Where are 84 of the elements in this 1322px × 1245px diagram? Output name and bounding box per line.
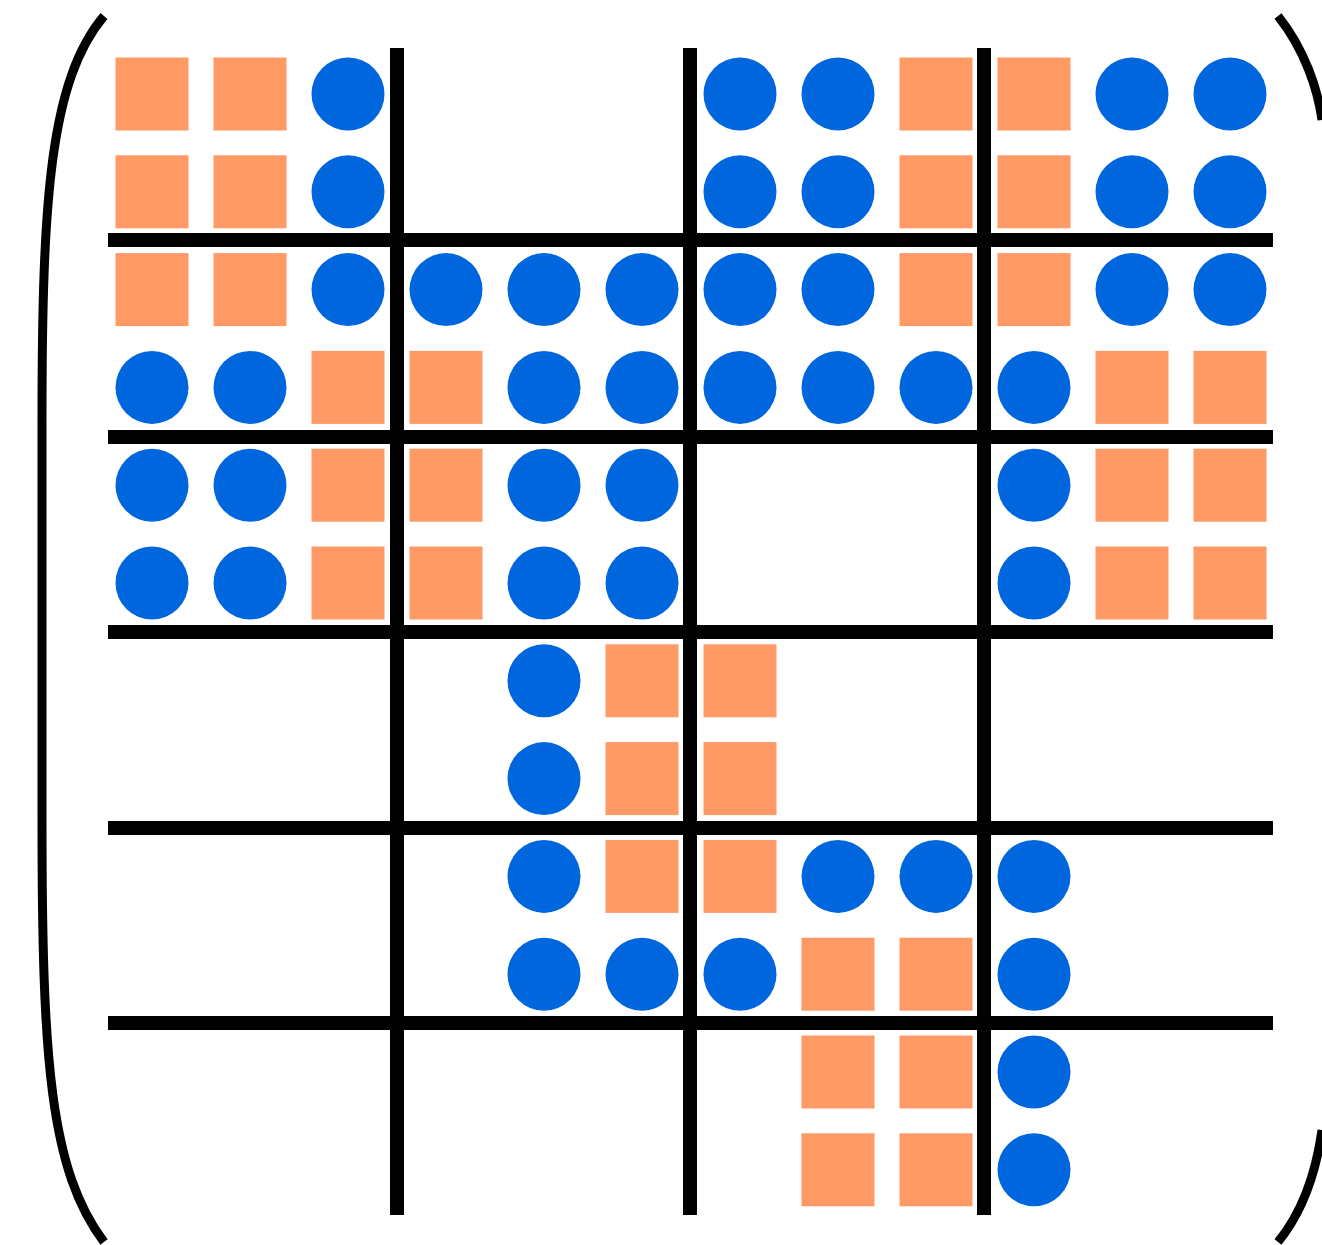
circle-token (801, 253, 875, 327)
circle-token (703, 350, 777, 424)
square-token (703, 742, 777, 816)
circle-token (1095, 57, 1169, 131)
circle-token (311, 57, 385, 131)
square-token (213, 57, 287, 131)
square-token (409, 350, 483, 424)
square-token (899, 253, 973, 327)
square-token (801, 1035, 875, 1109)
circle-token (801, 350, 875, 424)
square-token (997, 253, 1071, 327)
circle-token (997, 448, 1071, 522)
square-token (703, 839, 777, 913)
circle-token (801, 839, 875, 913)
circle-token (801, 57, 875, 131)
circle-token (605, 448, 679, 522)
square-token (115, 57, 189, 131)
circle-token (1193, 155, 1267, 229)
square-token (213, 253, 287, 327)
circle-token (997, 350, 1071, 424)
circle-token (997, 1035, 1071, 1109)
square-token (311, 546, 385, 620)
circle-token (311, 155, 385, 229)
circle-token (115, 448, 189, 522)
square-token (899, 57, 973, 131)
circle-token (507, 253, 581, 327)
square-token (409, 546, 483, 620)
circle-token (507, 839, 581, 913)
square-token (899, 937, 973, 1011)
square-token (213, 155, 287, 229)
square-token (1095, 350, 1169, 424)
circle-token (409, 253, 483, 327)
circle-token (115, 546, 189, 620)
circle-token (605, 253, 679, 327)
circle-token (997, 937, 1071, 1011)
square-token (1193, 448, 1267, 522)
circle-token (507, 742, 581, 816)
square-token (1193, 350, 1267, 424)
circle-token (507, 350, 581, 424)
circle-token (507, 546, 581, 620)
square-token (409, 448, 483, 522)
circle-token (311, 253, 385, 327)
circle-token (997, 839, 1071, 913)
square-token (1095, 546, 1169, 620)
square-token (703, 644, 777, 718)
square-token (1095, 448, 1169, 522)
square-token (899, 155, 973, 229)
circle-token (997, 1133, 1071, 1207)
square-token (1193, 546, 1267, 620)
square-token (605, 742, 679, 816)
circle-token (605, 937, 679, 1011)
square-token (997, 57, 1071, 131)
square-token (311, 350, 385, 424)
square-token (801, 937, 875, 1011)
circle-token (213, 448, 287, 522)
circle-token (507, 644, 581, 718)
circle-token (801, 155, 875, 229)
circle-token (1095, 253, 1169, 327)
circle-token (703, 937, 777, 1011)
circle-token (997, 546, 1071, 620)
circle-token (213, 350, 287, 424)
circle-token (605, 350, 679, 424)
square-token (899, 1035, 973, 1109)
circle-token (703, 155, 777, 229)
square-token (311, 448, 385, 522)
square-token (115, 253, 189, 327)
square-token (997, 155, 1071, 229)
square-token (899, 1133, 973, 1207)
circle-token (899, 350, 973, 424)
circle-token (899, 839, 973, 913)
square-token (115, 155, 189, 229)
circle-token (115, 350, 189, 424)
circle-token (703, 253, 777, 327)
circle-token (213, 546, 287, 620)
square-token (801, 1133, 875, 1207)
circle-token (1193, 253, 1267, 327)
circle-token (507, 937, 581, 1011)
circle-token (703, 57, 777, 131)
circle-token (1095, 155, 1169, 229)
square-token (605, 839, 679, 913)
square-token (605, 644, 679, 718)
circle-token (605, 546, 679, 620)
circle-token (1193, 57, 1267, 131)
circle-token (507, 448, 581, 522)
